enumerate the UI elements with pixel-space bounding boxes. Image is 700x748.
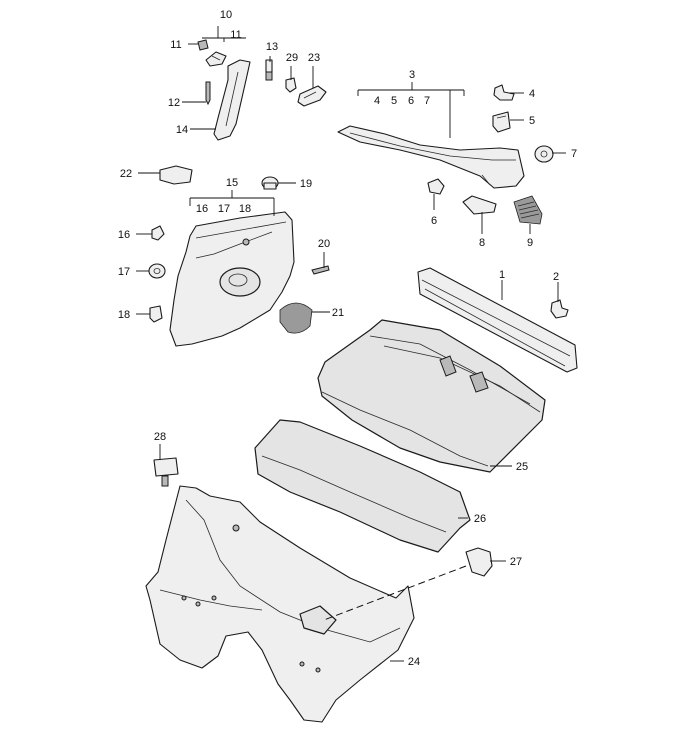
callout-labels: 10 11 11 13 29 23 12 14 3 4 5 6 7 4 5 7 … — [118, 9, 577, 668]
part-19-grommet — [261, 176, 279, 190]
callout-6: 6 — [431, 215, 437, 227]
part-10-bracket — [205, 51, 227, 67]
callout-23: 23 — [308, 52, 320, 64]
callout-17: 17 — [118, 266, 130, 278]
callout-3-sub-5: 5 — [391, 95, 397, 107]
callout-4: 4 — [529, 88, 535, 100]
part-25-parcel-shelf — [317, 319, 546, 473]
part-18-clip — [149, 305, 163, 323]
part-16-clip — [151, 225, 165, 241]
callout-15-sub-17: 17 — [218, 203, 230, 215]
part-12-screw — [205, 81, 211, 106]
callout-1: 1 — [499, 269, 505, 281]
callout-7: 7 — [571, 148, 577, 160]
assembly-dash-line — [323, 565, 467, 621]
part-21-speaker-grille — [279, 302, 313, 334]
part-7-grommet — [534, 145, 554, 163]
callout-10-sub-11: 11 — [230, 29, 241, 41]
callout-27: 27 — [510, 556, 522, 568]
callout-8: 8 — [479, 237, 485, 249]
part-20-screw — [311, 265, 330, 275]
callout-28: 28 — [154, 431, 166, 443]
part-23-cover — [297, 85, 327, 107]
part-22-cover — [159, 165, 193, 185]
callout-29: 29 — [286, 52, 298, 64]
part-8-cover — [462, 195, 497, 215]
callout-9-label: 9 — [527, 237, 533, 249]
callout-19: 19 — [300, 178, 312, 190]
callout-13: 13 — [266, 41, 278, 53]
callout-20: 20 — [318, 238, 330, 250]
part-2-clip — [550, 299, 569, 319]
part-5-clip — [492, 111, 511, 133]
callout-24: 24 — [408, 656, 420, 668]
callout-21: 21 — [332, 307, 344, 319]
part-13-bolt — [265, 59, 273, 81]
callout-15: 15 — [226, 177, 238, 189]
callout-22: 22 — [120, 168, 132, 180]
callout-3-sub-7: 7 — [424, 95, 430, 107]
callout-26: 26 — [474, 513, 486, 525]
callout-11: 11 — [170, 39, 181, 51]
part-11-clip-a — [197, 39, 209, 51]
callout-16: 16 — [118, 229, 130, 241]
callout-3: 3 — [409, 69, 415, 81]
part-15-quarter-trim — [169, 211, 295, 347]
callout-10: 10 — [220, 9, 232, 21]
part-28-fastener — [153, 457, 179, 487]
part-14-pillar-trim — [213, 59, 251, 141]
callout-5: 5 — [529, 115, 535, 127]
callout-3-sub-6: 6 — [408, 95, 414, 107]
part-26-lower-trim — [254, 419, 471, 553]
callout-3-sub-4: 4 — [374, 95, 380, 107]
part-17-grommet — [148, 263, 166, 279]
callout-25: 25 — [516, 461, 528, 473]
part-6-clip — [427, 178, 445, 195]
callout-14: 14 — [176, 124, 188, 136]
part-29-clip — [285, 77, 297, 93]
callout-2: 2 — [553, 271, 559, 283]
callout-15-sub-16: 16 — [196, 203, 208, 215]
part-1-rear-shelf-trim — [417, 267, 578, 373]
leader-lines — [136, 26, 566, 662]
callout-12: 12 — [168, 97, 180, 109]
callout-18: 18 — [118, 309, 130, 321]
part-27-cap — [465, 547, 493, 577]
part-4-bracket — [493, 84, 515, 101]
callout-15-sub-18: 18 — [239, 203, 251, 215]
part-24-floor-carpet — [145, 485, 415, 723]
part-3-cross-panel — [337, 125, 525, 189]
part-9-vent-grille — [513, 195, 543, 225]
